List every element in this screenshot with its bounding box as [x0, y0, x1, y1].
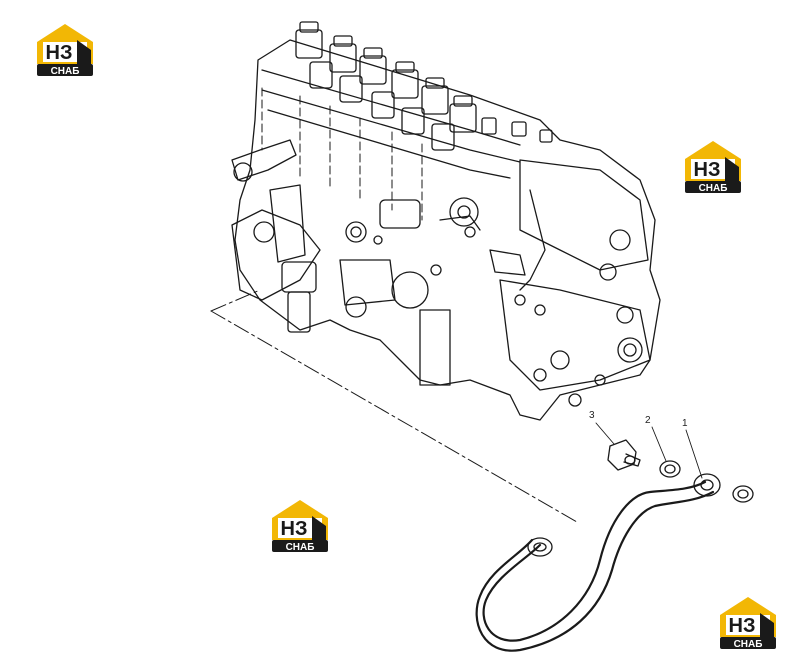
fuel-injection-pump-drawing: [231, 21, 661, 421]
banjo-bolt-drawing: [607, 439, 641, 471]
sealing-washer-drawing: [659, 460, 754, 503]
callout-leaders: [595, 422, 703, 479]
watermark-text-top: НЗ: [281, 518, 308, 540]
watermark-text-top: НЗ: [694, 159, 721, 181]
outlet-valves: [295, 21, 553, 151]
leader-lines: [210, 289, 578, 523]
callout-2-label: 2: [645, 415, 651, 426]
callout-3-label: 3: [589, 410, 595, 421]
watermark-text-bottom: СНАБ: [699, 183, 728, 194]
fuel-pipe-drawing: [475, 473, 721, 652]
watermark-text-top: НЗ: [729, 615, 756, 637]
watermark-logo-icon: НЗ СНАБ: [716, 595, 780, 651]
watermark-text-bottom: СНАБ: [734, 639, 763, 650]
watermark-logo-icon: НЗ СНАБ: [33, 22, 97, 78]
watermark-text-top: НЗ: [46, 42, 73, 64]
watermark-logo-icon: НЗ СНАБ: [681, 139, 745, 195]
callout-1-label: 1: [682, 418, 688, 429]
watermark-text-bottom: СНАБ: [51, 66, 80, 77]
watermark-text-bottom: СНАБ: [286, 542, 315, 553]
watermark-logo-icon: НЗ СНАБ: [268, 498, 332, 554]
